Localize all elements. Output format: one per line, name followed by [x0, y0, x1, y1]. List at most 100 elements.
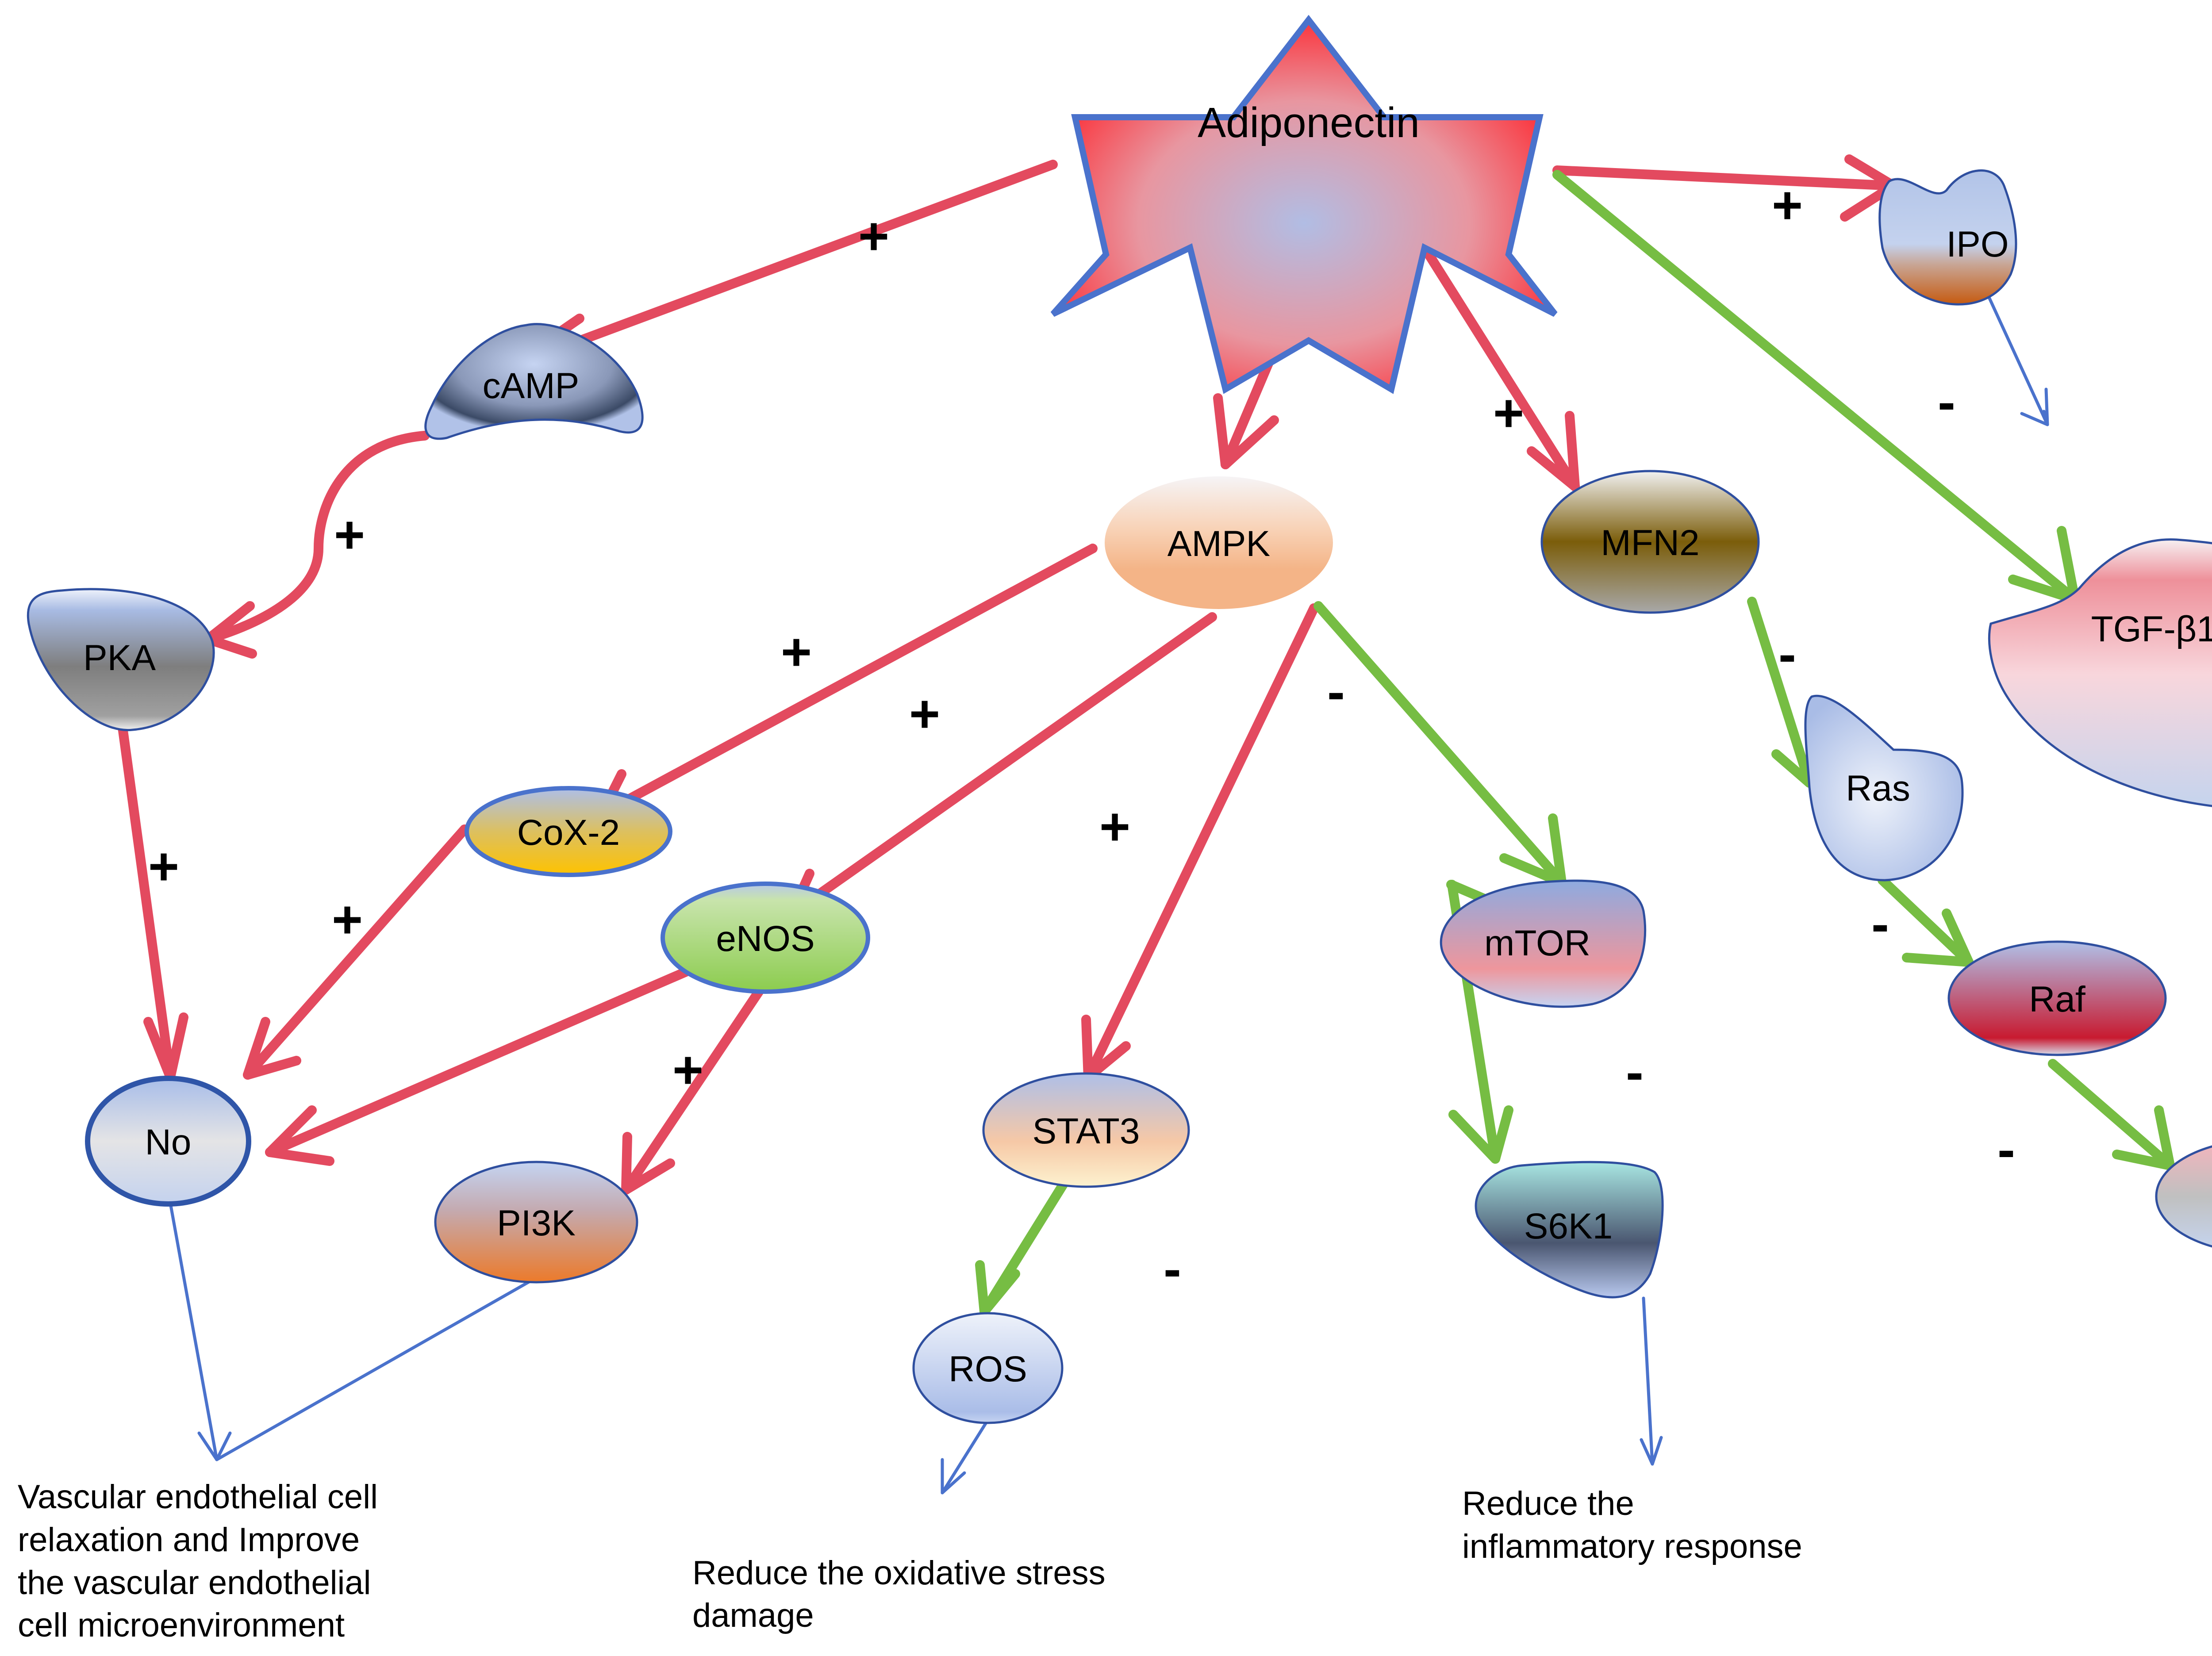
sign-stat3-ros: - — [1164, 1239, 1181, 1299]
node-tgf[interactable]: TGF-β1/Smad3 — [1988, 538, 2212, 809]
outcome-edges — [169, 251, 2049, 1495]
adiponectin-label: Adiponectin — [1198, 99, 1420, 146]
pi3k-shape — [434, 1161, 638, 1284]
node-enos[interactable]: eNOS — [661, 882, 870, 994]
outcome-oxidative-line-2: damage — [692, 1597, 814, 1634]
arrowhead-s6k1 — [1448, 1105, 1513, 1164]
arrowhead-s6k1-outcome — [1640, 1436, 1663, 1466]
node-ipo[interactable]: IPO — [1878, 169, 2017, 306]
tgf-label: TGF-β1/Smad3 — [2091, 609, 2212, 649]
camp-shape — [424, 323, 644, 440]
edge-raf-erk — [2048, 1059, 2175, 1170]
edge-ampk-enos — [787, 612, 1217, 918]
arrowhead-erk — [2112, 1105, 2175, 1170]
node-stat3[interactable]: STAT3 — [982, 1072, 1190, 1188]
edge-pka-no — [117, 716, 175, 1082]
sign-ras-raf: - — [1871, 894, 1889, 954]
node-ampk[interactable]: AMPK — [1105, 476, 1333, 609]
node-cox2[interactable]: CoX-2 — [465, 786, 672, 877]
arrowhead-ampk — [1213, 393, 1279, 469]
sign-pka-no: + — [148, 837, 179, 896]
outcome-vascular-line-4: cell microenvironment — [18, 1606, 345, 1644]
ampk-shape — [1105, 476, 1333, 609]
edge-s6k1-outcome — [1642, 1296, 1654, 1466]
edge-ras-raf — [1878, 875, 1974, 967]
adiponectin-star-shape — [1050, 15, 1558, 394]
edge-ampk-mtor — [1313, 601, 1567, 887]
node-mtor[interactable]: mTOR — [1440, 879, 1647, 1008]
outcome-inflammatory-line-2: inflammatory response — [1462, 1528, 1802, 1565]
outcome-oxidative: Reduce the oxidative stress damage — [692, 1554, 1106, 1634]
pka-shape — [27, 588, 215, 732]
mtor-shape — [1440, 879, 1647, 1008]
sign-adiponectin-camp: + — [858, 207, 889, 266]
arrowhead-raf — [1902, 908, 1974, 967]
edge-ampk-stat3 — [1083, 603, 1319, 1082]
edge-ampk-cox2 — [597, 544, 1098, 819]
node-erk[interactable]: Erk — [2155, 1140, 2212, 1253]
sign-raf-erk: - — [1997, 1120, 2015, 1179]
node-adiponectin[interactable]: Adiponectin — [1050, 15, 1558, 394]
edge-camp-pka — [203, 431, 430, 644]
ros-shape — [912, 1312, 1064, 1424]
s6k1-shape — [1475, 1161, 1664, 1299]
node-ros[interactable]: ROS — [912, 1312, 1064, 1424]
ras-label: Ras — [1846, 768, 1910, 809]
s6k1-label: S6K1 — [1524, 1206, 1613, 1246]
edge-adiponectin-camp — [504, 160, 1058, 372]
arrowhead-ros — [975, 1260, 1020, 1316]
raf-label: Raf — [2029, 979, 2085, 1020]
ampk-label: AMPK — [1167, 524, 1270, 564]
raf-shape — [1947, 940, 2167, 1056]
stat3-shape — [982, 1072, 1190, 1188]
cox2-label: CoX-2 — [517, 813, 620, 853]
node-mfn2[interactable]: MFN2 — [1540, 470, 1760, 614]
effect-signs: + + + - + + + + + + - + - - - - - — [148, 176, 2015, 1299]
outcome-oxidative-line-1: Reduce the oxidative stress — [692, 1554, 1106, 1592]
edge-pi3k-outcome — [215, 1276, 537, 1461]
outcome-inflammatory-line-1: Reduce the — [1462, 1485, 1634, 1522]
node-pi3k[interactable]: PI3K — [434, 1161, 638, 1284]
sign-ampk-mtor: - — [1327, 662, 1345, 721]
arrowhead-pi3k — [621, 1132, 675, 1195]
activation-edges — [117, 154, 1898, 1195]
node-s6k1[interactable]: S6K1 — [1475, 1161, 1664, 1299]
node-ras[interactable]: Ras — [1804, 694, 1964, 882]
erk-shape — [2155, 1145, 2212, 1248]
ipo-shape — [1878, 169, 2017, 306]
sign-enos-pi3k: + — [672, 1040, 703, 1100]
node-no[interactable]: No — [85, 1076, 251, 1207]
sign-ampk-stat3: + — [1099, 797, 1130, 856]
outcome-inflammatory: Reduce the inflammatory response — [1462, 1485, 1802, 1565]
enos-shape — [661, 882, 870, 994]
sign-adiponectin-mfn2: + — [1493, 383, 1524, 443]
outcome-vascular-line-2: relaxation and Improve — [18, 1521, 360, 1559]
arrowhead-ros-outcome — [941, 1458, 966, 1495]
enos-label: eNOS — [716, 919, 814, 959]
sign-ampk-enos: + — [909, 684, 940, 744]
arrowhead-ipo-outcome — [2020, 387, 2049, 426]
outcome-vascular-line-3: the vascular endothelial — [18, 1564, 371, 1602]
cox2-shape — [465, 786, 672, 877]
ras-shape — [1804, 694, 1964, 882]
sign-adiponectin-ipo: + — [1772, 176, 1803, 235]
node-pka[interactable]: PKA — [27, 588, 215, 732]
no-label: No — [145, 1122, 192, 1162]
sign-adiponectin-tgf: - — [1938, 372, 1955, 432]
sign-cox2-no: + — [332, 890, 363, 949]
edge-enos-pi3k — [621, 977, 770, 1195]
mtor-label: mTOR — [1484, 923, 1590, 963]
tgf-shape — [1988, 538, 2212, 807]
sign-mtor-s6k1: - — [1626, 1043, 1644, 1102]
no-shape — [85, 1076, 251, 1207]
edge-adiponectin-ipo — [1552, 165, 1898, 191]
node-raf[interactable]: Raf — [1947, 940, 2167, 1056]
pi3k-label: PI3K — [497, 1203, 576, 1243]
node-camp[interactable]: cAMP — [424, 323, 644, 440]
arrowhead-no-from-enos — [265, 1105, 334, 1166]
outcome-vascular: Vascular endothelial cell relaxation and… — [18, 1478, 378, 1644]
edge-cox2-no — [243, 824, 469, 1080]
arrowhead-no-from-cox2 — [243, 1017, 301, 1080]
mfn2-label: MFN2 — [1601, 523, 1699, 563]
